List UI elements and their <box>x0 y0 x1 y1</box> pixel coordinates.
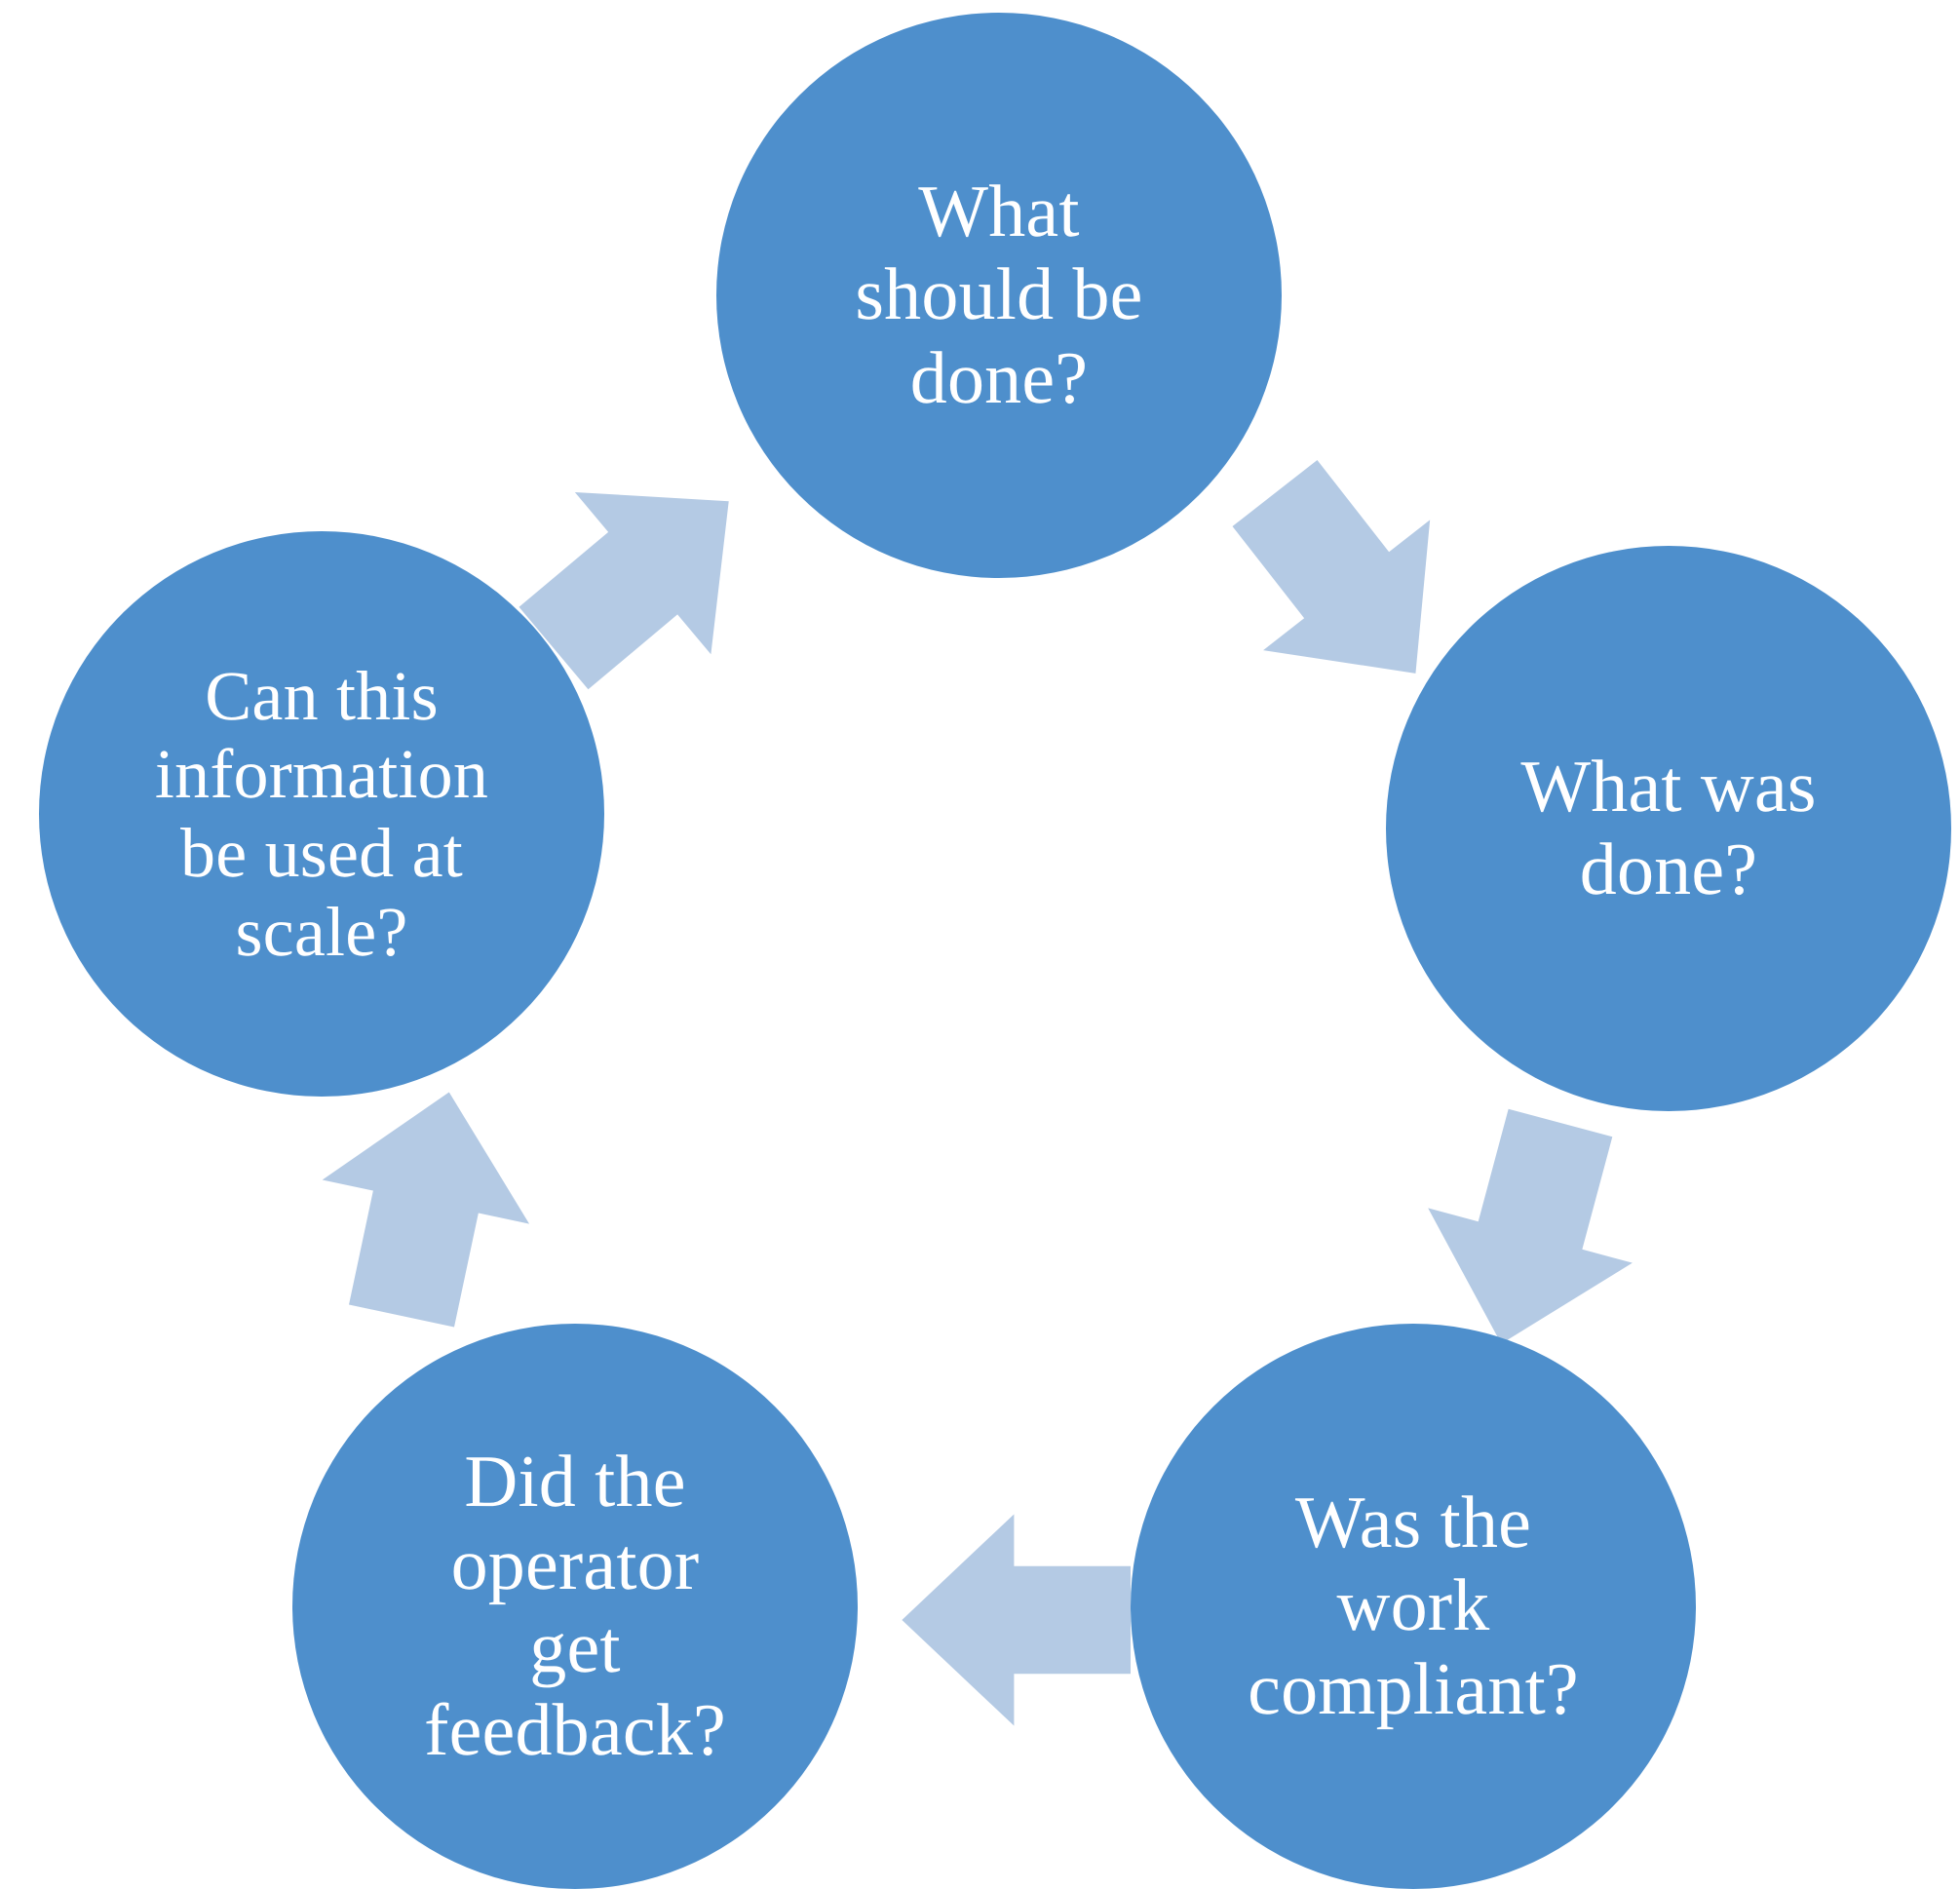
cycle-node-label: What should be done? <box>855 171 1143 419</box>
cycle-node-can-this-information-be-used-at-scale[interactable]: Can this information be used at scale? <box>39 531 604 1097</box>
cycle-node-was-the-work-compliant[interactable]: Was the work compliant? <box>1131 1324 1696 1889</box>
cycle-node-label: Did the operator get feedback? <box>424 1440 726 1772</box>
arrow-bottom-left-to-left <box>297 1069 553 1338</box>
cycle-node-label: Was the work compliant? <box>1248 1482 1579 1730</box>
cycle-node-label: What was done? <box>1520 745 1817 910</box>
cycle-node-did-the-operator-get-feedback[interactable]: Did the operator get feedback? <box>292 1324 858 1889</box>
cycle-node-what-should-be-done[interactable]: What should be done? <box>716 13 1282 578</box>
arrow-bottom-right-to-bottom-left <box>902 1514 1131 1726</box>
cycle-node-what-was-done[interactable]: What was done? <box>1386 546 1951 1111</box>
cycle-node-label: Can this information be used at scale? <box>154 656 489 971</box>
